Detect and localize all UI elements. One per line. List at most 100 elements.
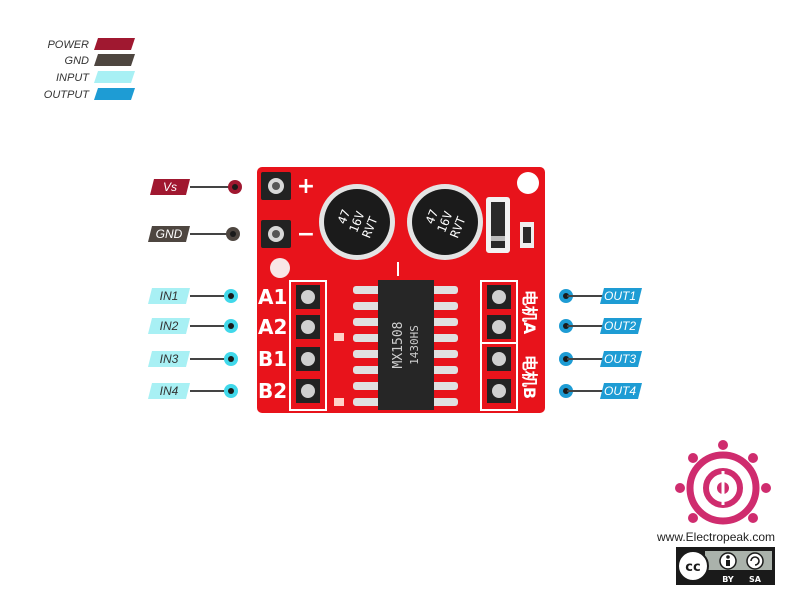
cc-icon <box>677 550 709 582</box>
chip-lead-right-7 <box>428 382 458 390</box>
output-header-pads <box>487 285 511 403</box>
chip-lead-right-5 <box>428 350 458 358</box>
capacitor-2-value: 47 <box>423 207 441 226</box>
legend-gnd-swatch <box>94 54 135 66</box>
legend: POWER GND INPUT OUTPUT <box>44 38 135 101</box>
input-pad-1-hole <box>301 290 315 304</box>
input-pad-4-hole <box>301 384 315 398</box>
pin-out2-tag <box>600 318 642 334</box>
logo-node-5 <box>688 513 698 523</box>
logo-ring <box>686 451 760 525</box>
capacitor-2-body <box>412 189 478 255</box>
input-pad-3-hole <box>301 352 315 366</box>
pin-gnd-label: GND <box>156 227 183 241</box>
pin-gnd-tag <box>148 226 190 242</box>
legend-power-swatch <box>94 38 135 50</box>
chip-body <box>378 280 434 410</box>
capacitor-1-value: 47 <box>335 207 353 226</box>
chip-lead-left-2 <box>353 302 383 310</box>
input-pad-2-hole <box>301 320 315 334</box>
pin-in4-label: IN4 <box>160 384 179 398</box>
capacitor-1: 47 16V RVT <box>319 184 395 260</box>
pin-vs: Vs <box>150 179 242 195</box>
pin-vs-label: Vs <box>163 180 177 194</box>
logo-node-2 <box>748 453 758 463</box>
output-pad-4-hole <box>492 384 506 398</box>
cc-text: cc <box>685 560 700 575</box>
pin-in2-dot-center <box>228 323 234 329</box>
chip-lead-right-4 <box>428 334 458 342</box>
diode-body <box>491 202 505 248</box>
input-header-pads <box>296 285 320 403</box>
chip-lead-right-3 <box>428 318 458 326</box>
silk-motor-a: 电机A <box>520 290 539 335</box>
silk-motor-b: 电机B <box>520 355 539 399</box>
pin-out2-dot-center <box>563 323 569 329</box>
pin-out2: OUT2 <box>559 318 642 334</box>
plus-label: + <box>297 174 315 199</box>
electropeak-url[interactable]: www.Electropeak.com <box>657 530 776 544</box>
pin-out1: OUT1 <box>559 288 642 304</box>
logo-node-7 <box>688 453 698 463</box>
pin-in1-label: IN1 <box>160 289 179 303</box>
chip-lead-right-6 <box>428 366 458 374</box>
power-pad-minus-center <box>272 230 280 238</box>
diode-band <box>491 236 505 241</box>
input-header-outline <box>289 280 327 411</box>
chip-lead-right-1 <box>428 286 458 294</box>
mounting-hole <box>517 172 539 194</box>
pin-out1-label: OUT1 <box>604 289 636 303</box>
pin-out4: OUT4 <box>559 383 642 399</box>
legend-input-swatch <box>94 71 135 83</box>
pin-out3-dot-center <box>563 356 569 362</box>
chip-date-code: 1430HS <box>408 325 421 365</box>
output-pad-3-hole <box>492 352 506 366</box>
pin-vs-tag <box>150 179 190 195</box>
pin-in1-dot-center <box>228 293 234 299</box>
legend-gnd-label: GND <box>65 55 90 67</box>
pin-out3-tag <box>600 351 642 367</box>
chip-lead-left-3 <box>353 318 383 326</box>
silk-b2: B2 <box>258 379 287 403</box>
capacitor-2: 47 16V RVT <box>407 184 483 260</box>
pin-in3-label: IN3 <box>160 352 179 366</box>
pin-in3-tag <box>148 351 190 367</box>
mx1508-chip: MX1508 1430HS <box>353 280 458 410</box>
led-2 <box>334 398 344 406</box>
silk-a1: A1 <box>258 285 287 309</box>
chip-lead-left-8 <box>353 398 383 406</box>
pin-in2: IN2 <box>148 318 238 334</box>
chip-model: MX1508 <box>391 322 406 369</box>
chip-lead-left-7 <box>353 382 383 390</box>
pin-out3: OUT3 <box>559 351 642 367</box>
pin-in3-dot-center <box>228 356 234 362</box>
sa-text: SA <box>749 575 762 584</box>
pin-out4-label: OUT4 <box>604 384 636 398</box>
output-header-outline <box>480 280 518 411</box>
logo-node-1 <box>718 440 728 450</box>
output-pad-1-hole <box>492 290 506 304</box>
pin-out4-dot-center <box>563 388 569 394</box>
pin-in4-tag <box>148 383 190 399</box>
by-text: BY <box>722 575 734 584</box>
chip-lead-right-2 <box>428 302 458 310</box>
legend-input-label: INPUT <box>56 72 90 84</box>
power-pad-plus-center <box>272 182 280 190</box>
logo-node-4 <box>748 513 758 523</box>
minus-label: − <box>297 222 315 247</box>
legend-power-label: POWER <box>47 39 89 51</box>
sa-share-icon <box>746 552 764 570</box>
pin-in3: IN3 <box>148 351 238 367</box>
resistor-body <box>523 227 531 243</box>
pin-out1-tag <box>600 288 642 304</box>
capacitor-1-body <box>324 189 390 255</box>
chip-lead-left-5 <box>353 350 383 358</box>
legend-output-label: OUTPUT <box>44 89 91 101</box>
pin-gnd-dot-center <box>230 231 236 237</box>
logo-node-3 <box>761 483 771 493</box>
chip-lead-left-6 <box>353 366 383 374</box>
silk-a2: A2 <box>258 315 287 339</box>
cc-license-badge: cc BY SA <box>676 547 775 585</box>
pin-out4-tag <box>600 383 642 399</box>
